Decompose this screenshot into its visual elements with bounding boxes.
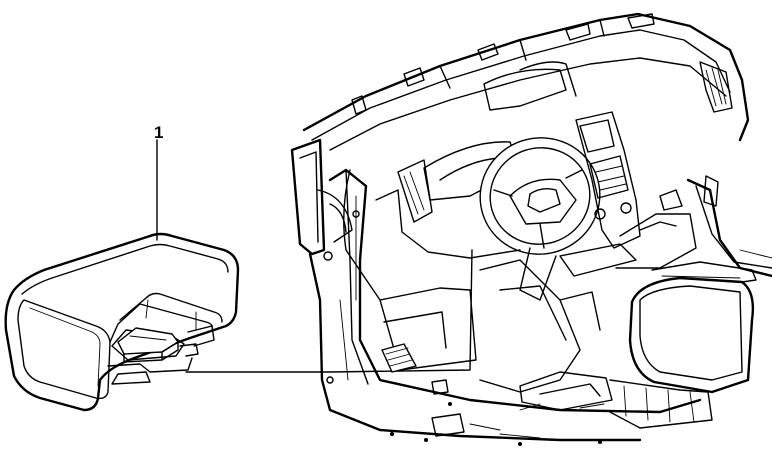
- callout-number-1: 1: [154, 123, 164, 142]
- floor-console-tray-icon: [4, 139, 240, 412]
- leader-line: [185, 249, 473, 373]
- vehicle-interior-cutaway-icon: [290, 12, 772, 446]
